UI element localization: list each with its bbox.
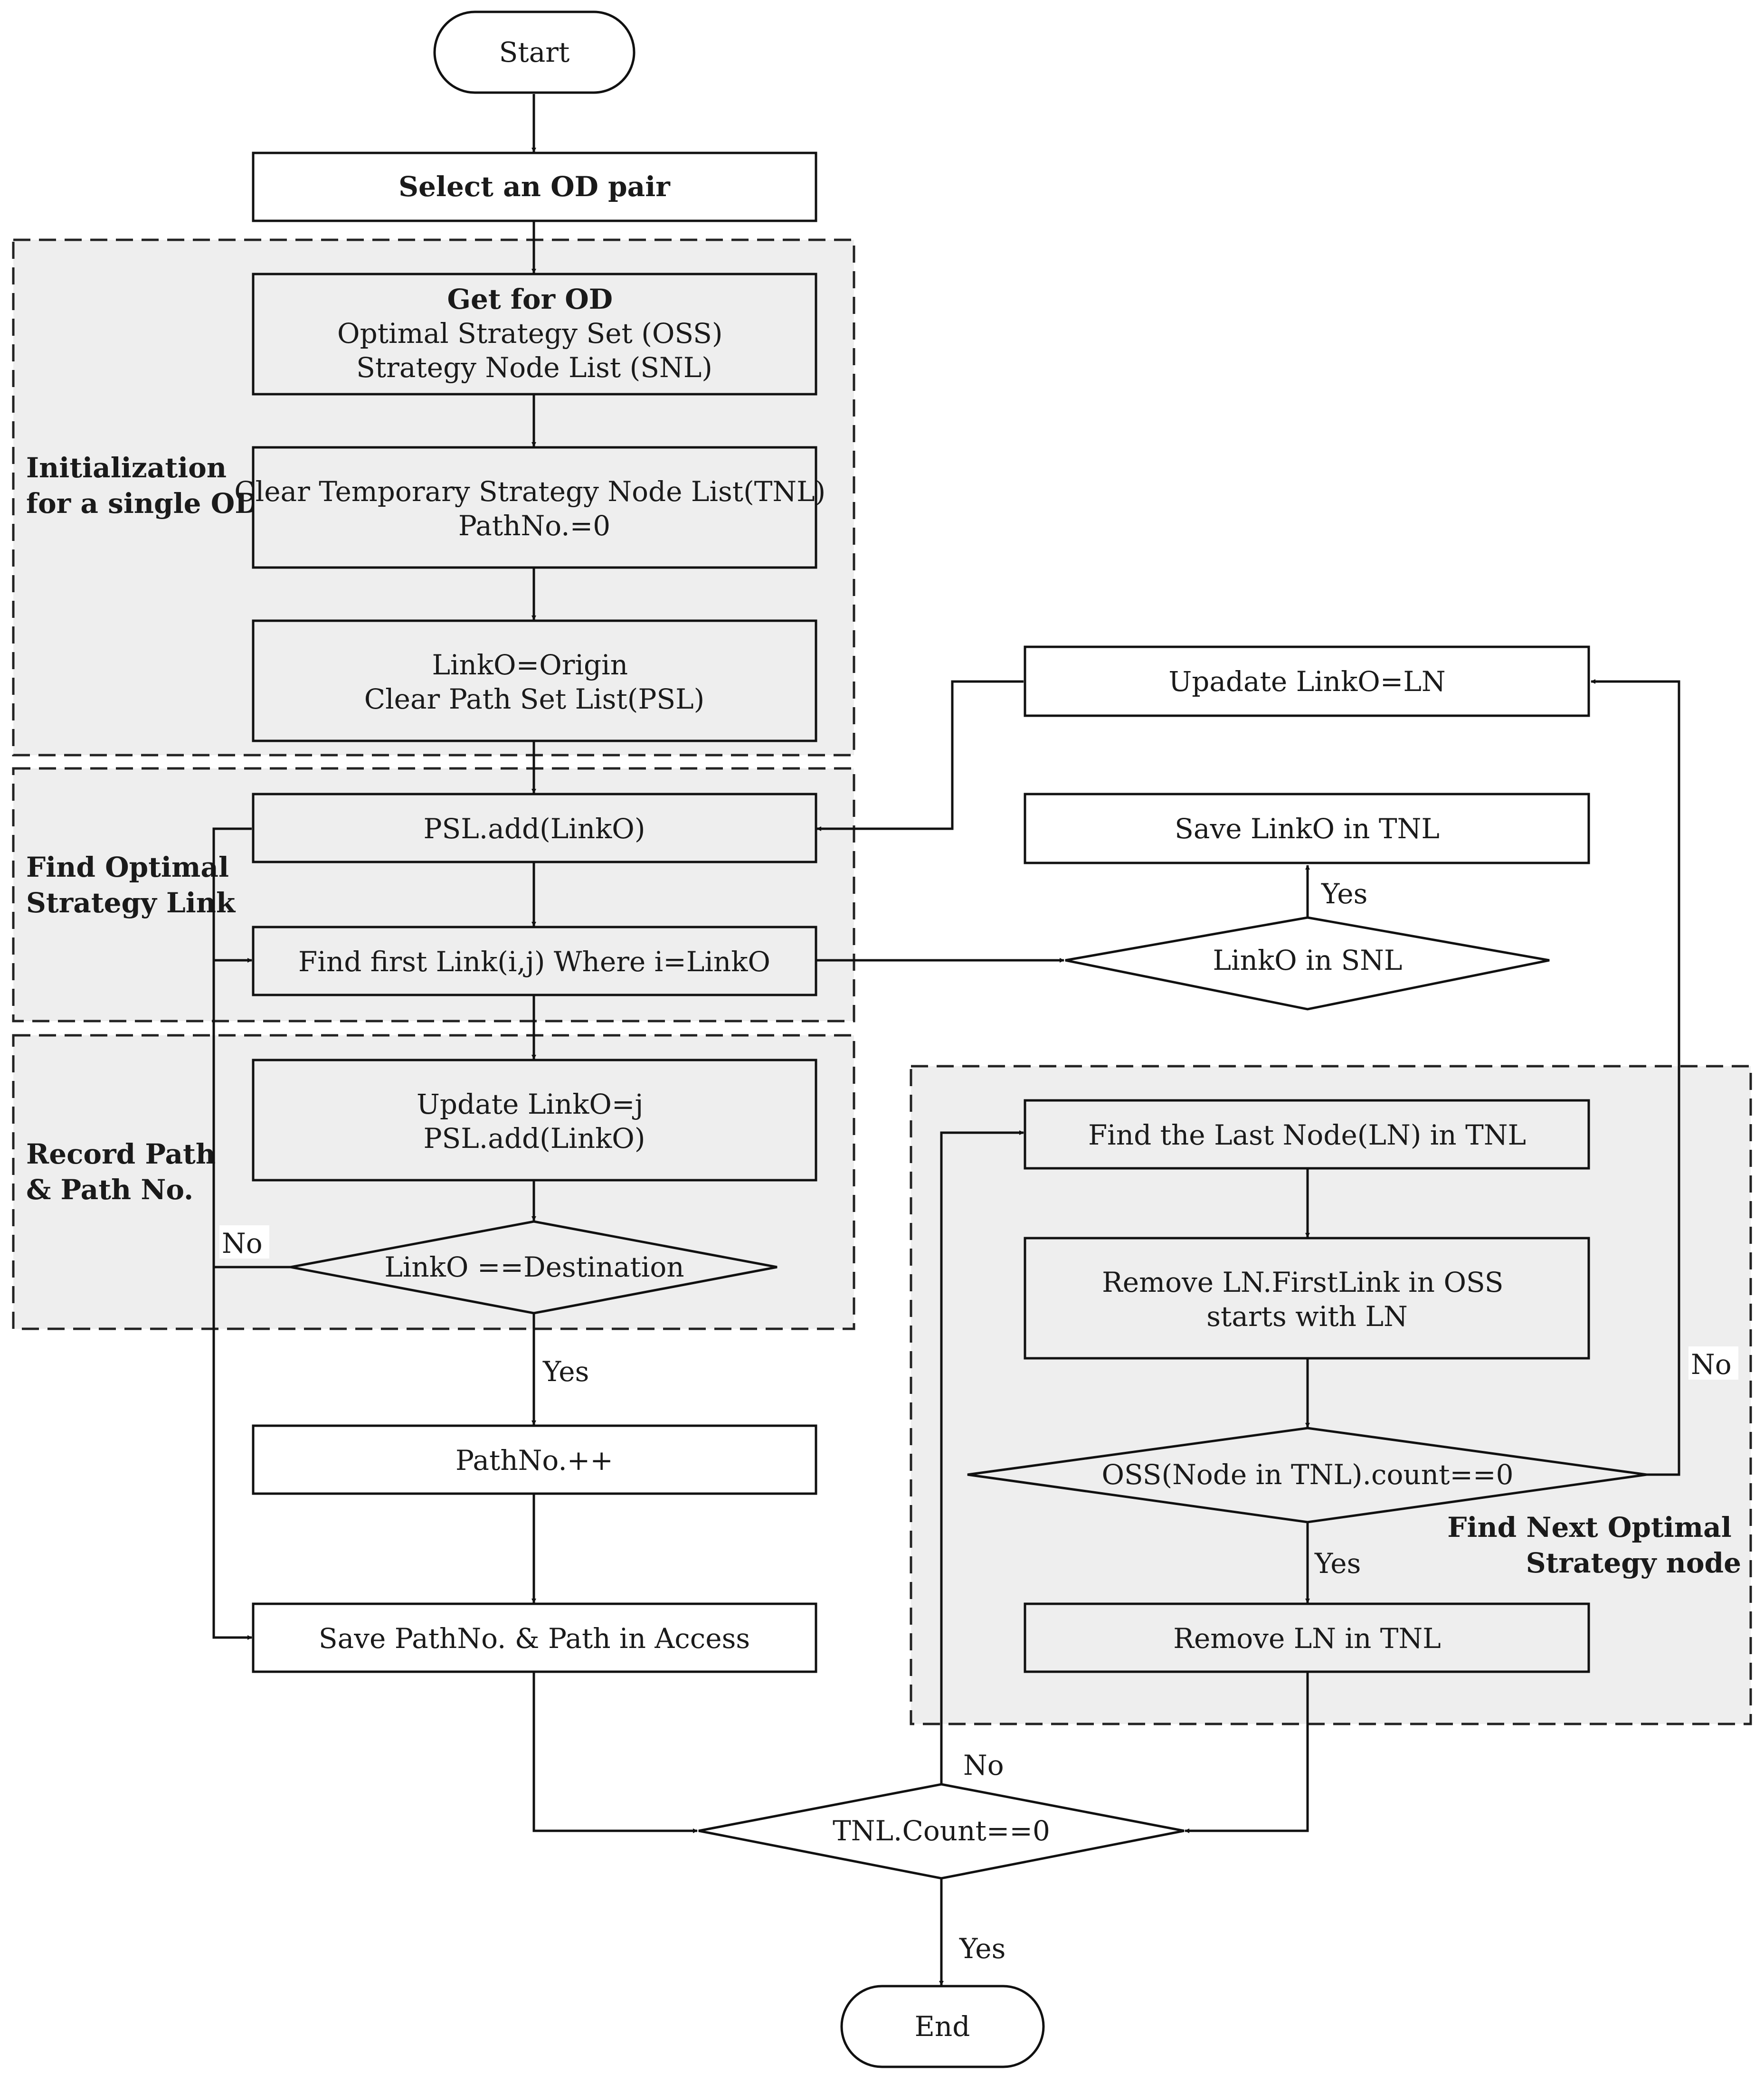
link-origin-box[interactable]: LinkO=Origin Clear Path Set List(PSL) [252, 619, 817, 742]
is-destination-decision[interactable]: LinkO ==Destination [290, 1220, 778, 1315]
save-tnl-label: Save LinkO in TNL [1175, 813, 1440, 845]
group-find-optimal-strategy-link-label: Find Optimal Strategy Link [26, 851, 238, 919]
group-initialization-label: Initialization for a single OD [26, 452, 259, 520]
find-first-link-label: Find first Link(i,j) Where i=LinkO [298, 946, 770, 978]
psl-add-box[interactable]: PSL.add(LinkO) [252, 793, 817, 863]
clear-tnl-box[interactable]: Clear Temporary Strategy Node List(TNL) … [234, 446, 834, 569]
get-od-text: Get for OD Optimal Strategy Set (OSS) St… [337, 283, 731, 384]
is-destination-label: LinkO ==Destination [384, 1251, 684, 1283]
remove-first-link-box[interactable]: Remove LN.FirstLink in OSS starts with L… [1024, 1237, 1590, 1360]
update-ln-label: Upadate LinkO=LN [1168, 665, 1445, 698]
label-is-dest-no: No [222, 1227, 263, 1259]
label-oss-count-yes: Yes [1314, 1547, 1361, 1580]
group-record-path-label: Record Path & Path No. [26, 1138, 225, 1206]
start-terminator[interactable]: Start [433, 10, 635, 94]
path-increment-label: PathNo.++ [455, 1444, 613, 1477]
link-origin-text: LinkO=Origin Clear Path Set List(PSL) [364, 649, 705, 715]
clear-tnl-text: Clear Temporary Strategy Node List(TNL) … [234, 475, 834, 542]
tnl-count-label: TNL.Count==0 [833, 1815, 1050, 1847]
edge-save-path-to-tnl-count [532, 1672, 698, 1833]
remove-first-link-text: Remove LN.FirstLink in OSS starts with L… [1102, 1266, 1512, 1333]
save-path-label: Save PathNo. & Path in Access [319, 1622, 750, 1655]
end-terminator[interactable]: End [840, 1985, 1045, 2068]
edge-labels: Yes No Yes No Yes No Yes [219, 878, 1738, 1965]
label-in-snl-yes: Yes [1321, 878, 1367, 910]
remove-ln-box[interactable]: Remove LN in TNL [1024, 1602, 1590, 1673]
in-snl-decision[interactable]: LinkO in SNL [1065, 916, 1550, 1011]
group-find-next-optimal-strategy-node-label: Find Next Optimal Strategy node [1447, 1511, 1741, 1579]
end-label: End [915, 2010, 970, 2043]
edge-tnl-count-no-to-find-last [940, 1130, 1024, 1783]
edge-oss-count-no-to-update-ln [1591, 679, 1680, 1476]
oss-count-label: OSS(Node in TNL).count==0 [1101, 1458, 1513, 1491]
save-tnl-box[interactable]: Save LinkO in TNL [1024, 793, 1590, 864]
edge-update-ln-to-psl-add [816, 680, 1024, 831]
update-ln-box[interactable]: Upadate LinkO=LN [1024, 645, 1590, 717]
remove-ln-label: Remove LN in TNL [1173, 1622, 1441, 1655]
edge-is-dest-no-to-find-first [212, 958, 291, 1269]
get-od-box[interactable]: Get for OD Optimal Strategy Set (OSS) St… [252, 273, 817, 396]
path-increment-box[interactable]: PathNo.++ [252, 1424, 817, 1495]
edge-remove-ln-to-tnl-count [1185, 1672, 1309, 1833]
select-od-box[interactable]: Select an OD pair [252, 151, 817, 222]
start-label: Start [499, 36, 570, 68]
tnl-count-decision[interactable]: TNL.Count==0 [698, 1783, 1185, 1880]
label-oss-count-no: No [1691, 1348, 1732, 1381]
psl-add-label: PSL.add(LinkO) [424, 813, 645, 845]
find-last-node-label: Find the Last Node(LN) in TNL [1088, 1119, 1526, 1151]
find-last-node-box[interactable]: Find the Last Node(LN) in TNL [1024, 1099, 1590, 1170]
in-snl-label: LinkO in SNL [1213, 944, 1403, 976]
label-tnl-count-no: No [963, 1749, 1004, 1781]
update-j-text: Update LinkO=j PSL.add(LinkO) [417, 1088, 652, 1155]
label-tnl-count-yes: Yes [959, 1932, 1005, 1965]
edges [212, 94, 1680, 1986]
label-is-dest-yes: Yes [542, 1355, 589, 1388]
save-path-box[interactable]: Save PathNo. & Path in Access [252, 1602, 817, 1673]
select-od-label: Select an OD pair [398, 170, 671, 203]
find-first-link-box[interactable]: Find first Link(i,j) Where i=LinkO [252, 926, 817, 996]
update-j-box[interactable]: Update LinkO=j PSL.add(LinkO) [252, 1059, 817, 1182]
oss-count-decision[interactable]: OSS(Node in TNL).count==0 [967, 1427, 1647, 1524]
